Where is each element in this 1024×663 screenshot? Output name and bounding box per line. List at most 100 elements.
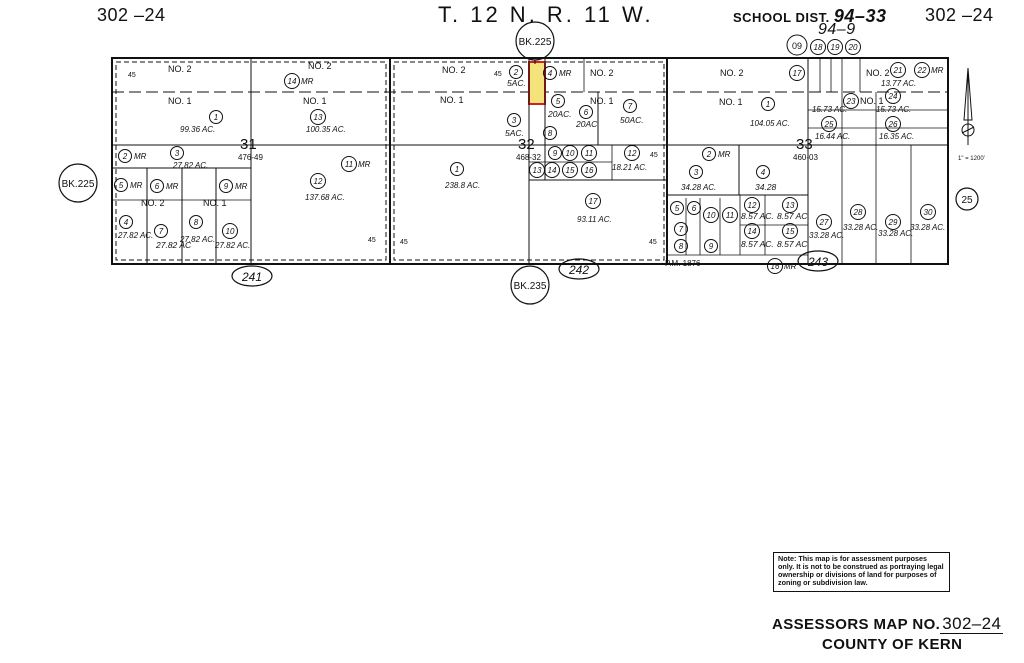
parcel-s33-6[interactable]: 6 [687, 201, 701, 215]
parcel-s31-1[interactable]: 199.36 AC. [180, 110, 223, 135]
parcel-area: 34.28 AC. [681, 183, 716, 192]
book-ref-bottom[interactable]: BK.235 [510, 265, 550, 305]
parcel-s31-13[interactable]: 13 100.35 AC. [306, 109, 346, 135]
parcel-area: 100.35 AC. [306, 125, 346, 134]
parcel-circle [789, 65, 805, 81]
parcel-s32-8[interactable]: 8 [543, 126, 557, 140]
parcel-number: 5 [119, 181, 124, 190]
tract-label: NO. 2 [866, 68, 890, 78]
parcel-number: 13 [314, 113, 323, 122]
parcel-s32-13[interactable]: 13 [529, 162, 545, 178]
book-ref-left[interactable]: BK.225 [58, 163, 98, 203]
parcel-number: 21 [893, 66, 903, 75]
parcel-s31-8[interactable]: 827.82 AC. [179, 215, 215, 245]
parcel-s33-18[interactable]: 182.5 A. [0, 0, 826, 55]
parcel-s33-19[interactable]: 19 2.5 A. [0, 0, 843, 55]
parcel-number: 9 [553, 149, 558, 158]
parcel-s33-20[interactable]: 20 2.5 A. [0, 0, 861, 55]
parcel-number: 20 [848, 43, 858, 52]
parcel-s33-15[interactable]: 158.57 AC. [777, 223, 810, 250]
parcel-s33-10[interactable]: 10 [703, 207, 719, 223]
pm-label: P.M. 1876 [665, 259, 701, 268]
highlighted-parcel[interactable] [528, 61, 546, 105]
parcel-s32-11[interactable]: 11 [581, 145, 597, 161]
parcel-s33-14[interactable]: 148.57 AC. [741, 223, 774, 250]
parcel-s32-14[interactable]: 14 [544, 162, 560, 178]
parcel-s32-9[interactable]: 9 [548, 146, 562, 160]
parcel-circle [624, 145, 640, 161]
parcel-circle [551, 94, 565, 108]
parcel-s31-3[interactable]: 327.82 AC. [170, 146, 209, 171]
parcel-s33-7[interactable]: 7 [674, 222, 688, 236]
parcel-s31-4[interactable]: 427.82 AC. [117, 215, 153, 241]
parcel-s33-11[interactable]: 11 [722, 207, 738, 223]
parcel-number: 25 [824, 120, 834, 129]
parcel-s33-17[interactable]: 17 [789, 65, 805, 81]
parcel-s32-10[interactable]: 10 [562, 145, 578, 161]
sheet-ref-241[interactable]: 241 [231, 265, 273, 287]
parcel-number: 1 [455, 165, 459, 174]
parcel-s33-4[interactable]: 434.28 [755, 165, 777, 193]
parcel-s33-13[interactable]: 138.57 AC. [777, 197, 810, 222]
parcel-number: 1 [214, 113, 218, 122]
parcel-circle [816, 214, 832, 230]
parcel-s32-16[interactable]: 16 [581, 162, 597, 178]
parcel-area: MR [301, 77, 314, 86]
parcel-number: 19 [831, 43, 840, 52]
parcel-s32-15[interactable]: 15 [562, 162, 578, 178]
parcel-area: 33.28 AC. [809, 231, 844, 240]
parcel-circle [450, 162, 464, 176]
parcel-s33-9[interactable]: 9 [704, 239, 718, 253]
parcel-s33-24[interactable]: 24 15.73 AC. [876, 88, 911, 115]
parcel-s33-5[interactable]: 5 [670, 201, 684, 215]
tract-label: NO. 1 [860, 96, 884, 106]
parcel-area: 2.5 A. [0, 0, 22, 2]
sheet-ref-242[interactable]: 242 [558, 258, 600, 280]
sheet-ref-243[interactable]: 243 [797, 250, 839, 272]
parcel-number: 9 [709, 242, 714, 251]
parcel-area: 15.73 AC. [876, 105, 911, 114]
parcel-number: 17 [589, 197, 598, 206]
parcel-area: 27.82 AC [155, 240, 192, 250]
book-ref-top[interactable]: BK.225 [515, 21, 555, 61]
parcel-area: 2.5 A. [0, 0, 22, 2]
parcel-s31-7[interactable]: 7 27.82 AC [154, 224, 192, 251]
parcel-s33-3[interactable]: 334.28 AC. [681, 165, 716, 193]
parcel-s33-8[interactable]: 8 [674, 239, 688, 253]
parcel-number: 7 [159, 227, 164, 236]
parcel-area: MR [166, 182, 179, 191]
book-ref-right[interactable]: 25 [955, 187, 979, 211]
parcel-number: 24 [888, 92, 898, 101]
parcel-s33-12[interactable]: 128.57 AC. [741, 197, 774, 222]
section-32-code: 468-32 [516, 153, 541, 162]
